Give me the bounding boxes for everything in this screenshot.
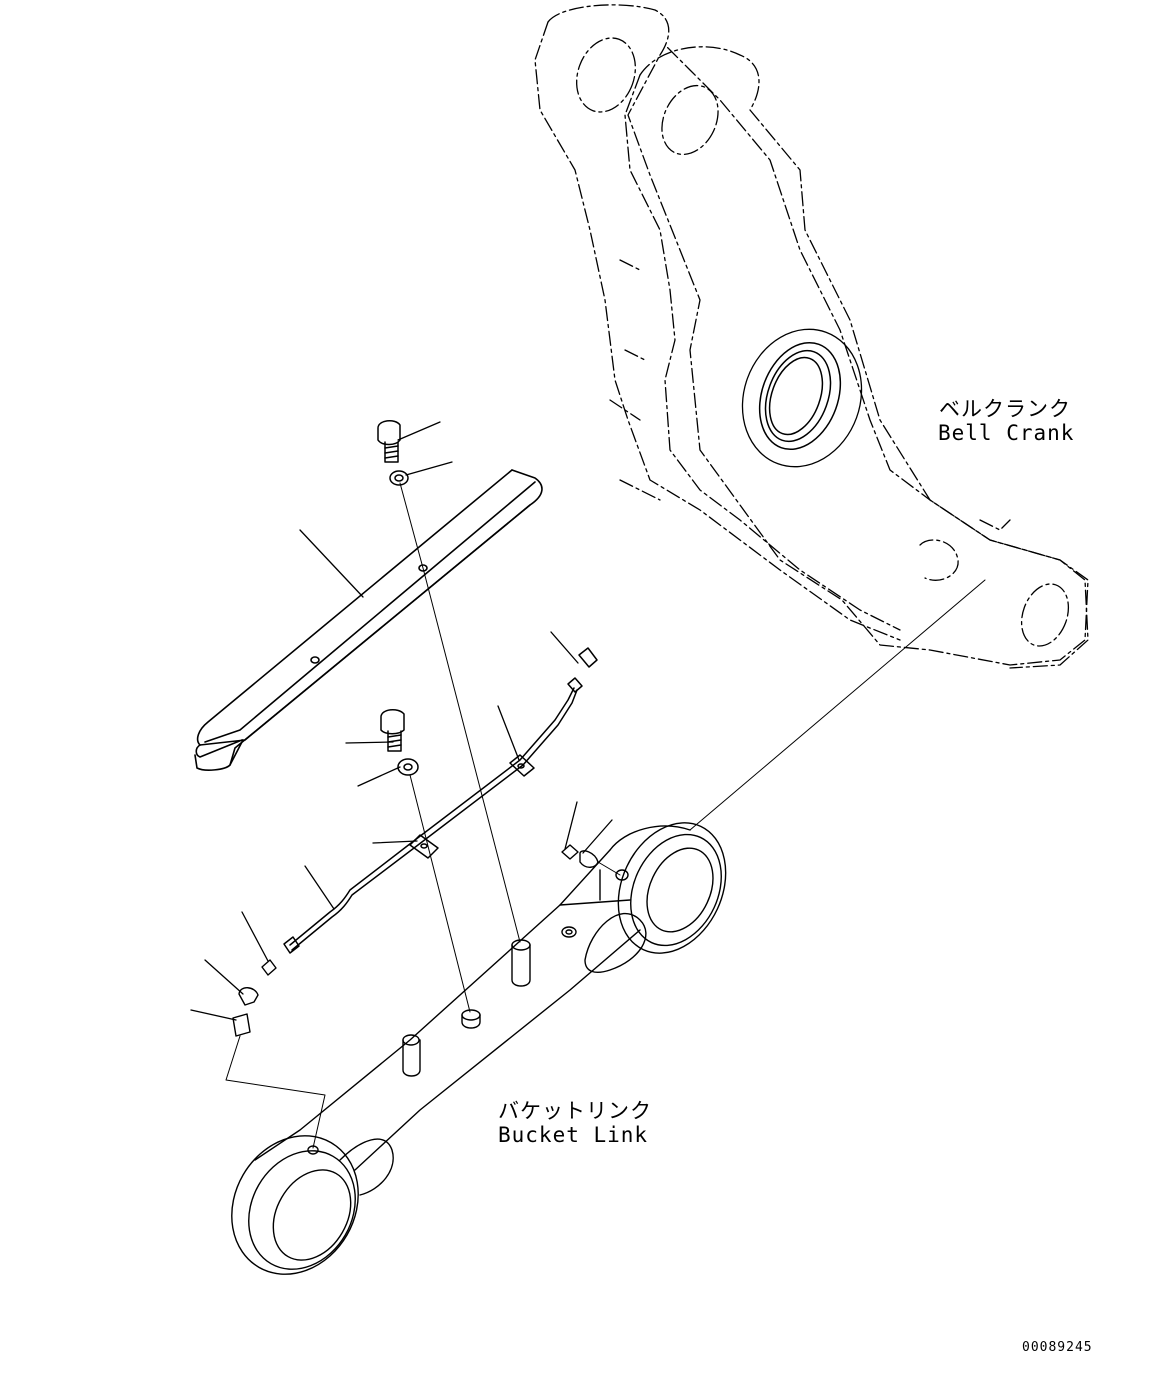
bucket-link-label-jp: バケットリンク [498,1099,652,1123]
drawing-code: 00089245 [1022,1340,1093,1355]
bell-crank-label-jp: ベルクランク [939,397,1071,421]
bucket-link [231,822,727,1275]
bell-crank [534,4,1089,669]
lower-washer [397,758,419,776]
grease-tube [283,647,598,954]
lower-bolt [380,709,405,752]
leader-lines [190,421,613,1021]
upper-washer [389,470,409,486]
fitting-upper-eye [561,844,599,868]
fitting-lower [232,959,277,1037]
guard-cover [194,469,543,771]
bell-crank-label-en: Bell Crank [938,421,1075,445]
upper-bolt [377,420,401,463]
bell-crank-bearing [741,328,863,468]
center-lines [225,482,986,1149]
bucket-link-label-en: Bucket Link [498,1123,649,1147]
